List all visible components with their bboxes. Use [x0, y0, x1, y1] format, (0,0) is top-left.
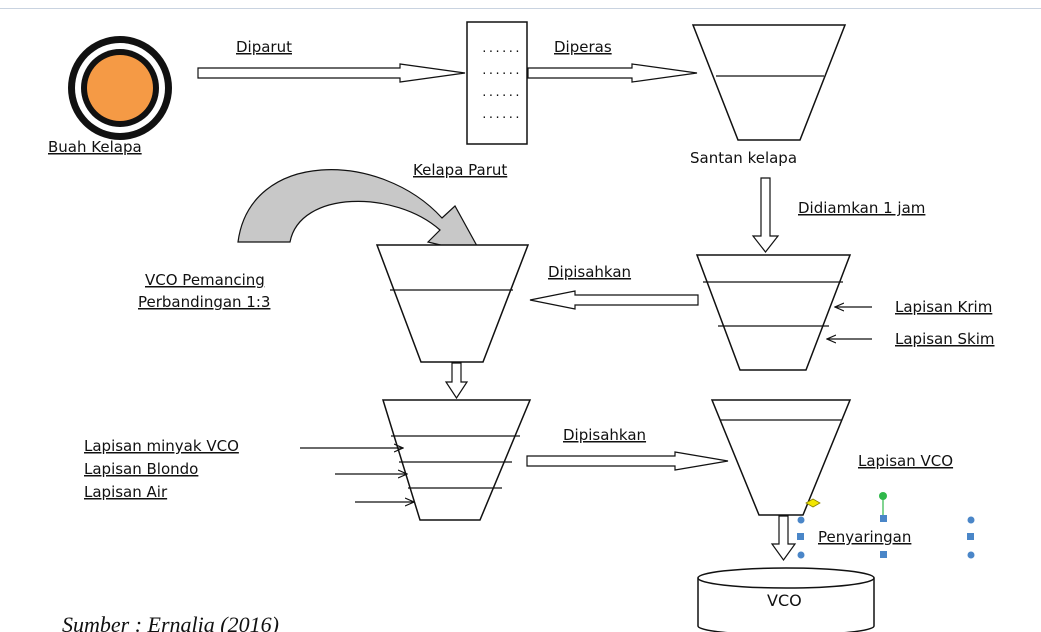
resize-handle-icon — [967, 551, 975, 559]
arrow-down-mixing — [444, 362, 469, 400]
adjust-handle-icon — [805, 498, 821, 508]
lapisan-minyak-vco-label: Lapisan minyak VCO — [84, 437, 239, 455]
vco-label: VCO — [767, 591, 802, 610]
resize-handle-icon — [967, 516, 975, 524]
curved-arrow-icon — [237, 169, 484, 256]
resize-handle-icon — [797, 516, 805, 524]
diparut-label: Diparut — [236, 38, 292, 56]
lapisan-skim-label: Lapisan Skim — [895, 330, 995, 348]
grater-dots: ...... — [481, 64, 521, 77]
grater-dots: ...... — [481, 108, 521, 121]
arrow-penyaringan — [770, 515, 797, 562]
lapisan-blondo-label: Lapisan Blondo — [84, 460, 198, 478]
selection-handles — [797, 492, 975, 559]
resize-handle-icon — [797, 551, 805, 559]
arrow-diperas — [527, 63, 698, 83]
penyaringan-label: Penyaringan — [818, 528, 911, 546]
diperas-label: Diperas — [554, 38, 612, 56]
kelapa-parut-label: Kelapa Parut — [413, 161, 507, 179]
resize-handle-icon — [880, 551, 887, 558]
lapisan-vco-label: Lapisan VCO — [858, 452, 953, 470]
arrow-dipisahkan-1 — [529, 290, 699, 310]
cream-skim-container — [695, 254, 852, 371]
perbandingan-label: Perbandingan 1:3 — [138, 293, 270, 311]
grated-coconut-box — [466, 21, 528, 145]
vco-cylinder — [697, 567, 875, 632]
didiamkan-label: Didiamkan 1 jam — [798, 199, 925, 217]
resize-handle-icon — [880, 515, 887, 522]
vco-pemancing-label: VCO Pemancing — [145, 271, 265, 289]
coconut-milk-container — [691, 24, 847, 141]
resize-handle-icon — [967, 533, 974, 540]
buah-kelapa-label: Buah Kelapa — [48, 138, 142, 156]
resize-handle-icon — [797, 533, 804, 540]
vco-layer-container — [710, 399, 852, 516]
rotate-handle-icon — [879, 492, 887, 500]
grater-dots: ...... — [481, 86, 521, 99]
arrow-didiamkan — [751, 177, 780, 253]
dipisahkan-label-1: Dipisahkan — [548, 263, 631, 281]
mixing-container — [375, 244, 530, 363]
grater-dots: ...... — [481, 42, 521, 55]
coconut-icon — [68, 36, 172, 140]
arrow-diparut — [197, 63, 466, 83]
lapisan-air-label: Lapisan Air — [84, 483, 168, 501]
santan-kelapa-label: Santan kelapa — [690, 149, 797, 167]
lapisan-krim-label: Lapisan Krim — [895, 298, 992, 316]
top-border-line — [0, 8, 1041, 9]
source-caption: Sumber : Ernalia (2016) — [62, 612, 279, 632]
arrow-dipisahkan-2 — [526, 451, 729, 471]
dipisahkan-label-2: Dipisahkan — [563, 426, 646, 444]
layered-container — [381, 399, 532, 521]
